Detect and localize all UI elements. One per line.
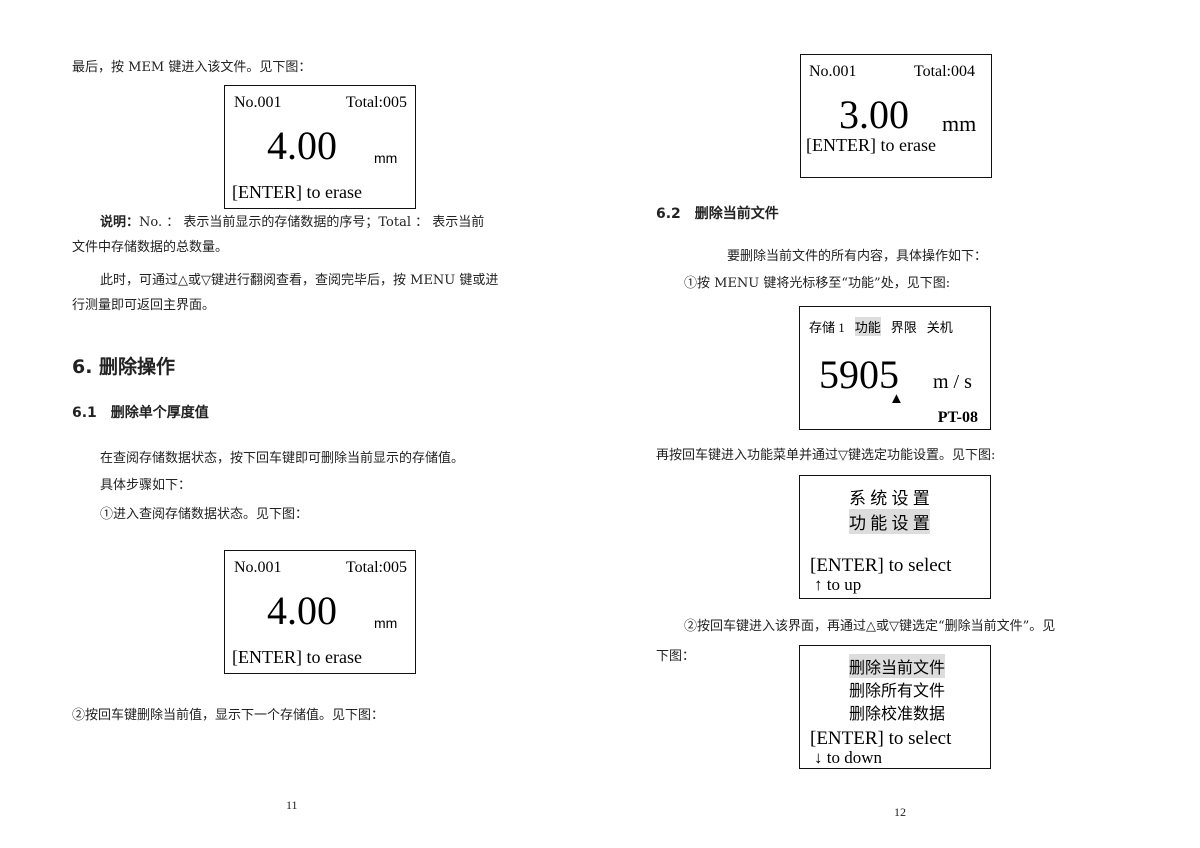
thickness-value: 3.00 <box>839 92 909 137</box>
menu-bar: 存储 1 功能 界限 关机 <box>809 317 953 336</box>
unit-label: mm <box>374 615 398 631</box>
menu-option-delete-all-files: 删除所有文件 <box>849 683 946 700</box>
lcd-screen-1: No.001 Total:005 4.00 mm [ENTER] to eras… <box>224 85 416 209</box>
unit-label: mm <box>374 150 398 166</box>
unit-label: m / s <box>933 371 972 393</box>
menu-option-system-settings: 系 统 设 置 <box>849 489 930 508</box>
note-line-2: 文件中存储数据的总数量。 <box>72 240 229 255</box>
instruction-text: 再按回车键进入功能菜单并通过▽键选定功能设置。见下图: <box>656 448 996 463</box>
lcd-screen-5: 系 统 设 置 功 能 设 置 [ENTER] to select ↑ to u… <box>799 475 991 599</box>
subsection-title: 6.2 删除当前文件 <box>656 206 779 222</box>
record-number: No.001 <box>234 94 282 111</box>
record-total: Total:004 <box>913 63 975 80</box>
record-total: Total:005 <box>345 559 407 576</box>
unit-label: mm <box>942 111 977 136</box>
lcd-screen-6: 删除当前文件 删除所有文件 删除校准数据 [ENTER] to select ↓… <box>799 645 991 769</box>
record-total: Total:005 <box>345 94 407 111</box>
step-2: ②按回车键删除当前值，显示下一个存储值。见下图： <box>72 708 385 723</box>
velocity-value: 5905 <box>819 352 899 397</box>
prompt-text: [ENTER] to erase <box>806 135 936 155</box>
hint-text: ↓ to down <box>814 748 882 767</box>
note-line-1: 说明：No. ： 表示当前显示的存储数据的序号；Total ： 表示当前 <box>100 215 484 231</box>
hint-text: ↑ to up <box>814 575 862 594</box>
menu-item-storage: 存储 1 <box>809 320 845 335</box>
prompt-text: [ENTER] to select <box>810 555 952 576</box>
menu-option-delete-current-file: 删除当前文件 <box>849 654 946 678</box>
thickness-value: 4.00 <box>267 123 337 168</box>
note-label: 说明： <box>100 215 140 230</box>
thickness-value: 4.00 <box>267 588 337 633</box>
menu-option-delete-calibration: 删除校准数据 <box>849 706 946 723</box>
menu-item-limits: 界限 <box>890 320 917 335</box>
model-label: PT-08 <box>937 409 978 426</box>
lcd-screen-4: 存储 1 功能 界限 关机 5905 m / s ▲ PT-08 <box>799 306 991 430</box>
step-intro-1: 在查阅存储数据状态，按下回车键即可删除当前显示的存储值。 <box>100 451 465 466</box>
page-number: 12 <box>894 805 906 819</box>
record-number: No.001 <box>809 63 857 80</box>
menu-item-power-off: 关机 <box>926 320 953 335</box>
lcd-screen-2: No.001 Total:005 4.00 mm [ENTER] to eras… <box>224 550 416 674</box>
para-line-1: 此时，可通过△或▽键进行翻阅查看，查阅完毕后，按 MENU 键或进 <box>100 273 499 288</box>
intro-text: 最后，按 MEM 键进入该文件。见下图： <box>72 60 312 75</box>
step-2-line-2: 下图： <box>656 649 696 664</box>
section-title: 6. 删除操作 <box>72 356 176 378</box>
page-number: 11 <box>286 798 298 812</box>
step-1: ①按 MENU 键将光标移至“功能”处，见下图: <box>684 276 951 291</box>
prompt-text: [ENTER] to select <box>810 728 952 749</box>
prompt-text: [ENTER] to erase <box>232 647 362 667</box>
intro-text: 要删除当前文件的所有内容，具体操作如下： <box>727 249 988 264</box>
step-intro-2: 具体步骤如下： <box>100 478 192 493</box>
menu-option-function-settings: 功 能 设 置 <box>849 509 930 534</box>
lcd-screen-3: No.001 Total:004 3.00 mm [ENTER] to eras… <box>800 54 992 178</box>
para-line-2: 行测量即可返回主界面。 <box>72 298 216 313</box>
menu-item-function: 功能 <box>854 317 881 336</box>
subsection-title: 6.1 删除单个厚度值 <box>72 405 209 421</box>
record-number: No.001 <box>234 559 282 576</box>
step-1: ①进入查阅存储数据状态。见下图： <box>100 507 309 522</box>
cursor-triangle-icon: ▲ <box>889 391 904 407</box>
prompt-text: [ENTER] to erase <box>232 182 362 202</box>
step-2-line-1: ②按回车键进入该界面，再通过△或▽键选定“删除当前文件”。见 <box>684 619 1056 634</box>
note-text: No. ： 表示当前显示的存储数据的序号；Total ： 表示当前 <box>139 215 485 230</box>
